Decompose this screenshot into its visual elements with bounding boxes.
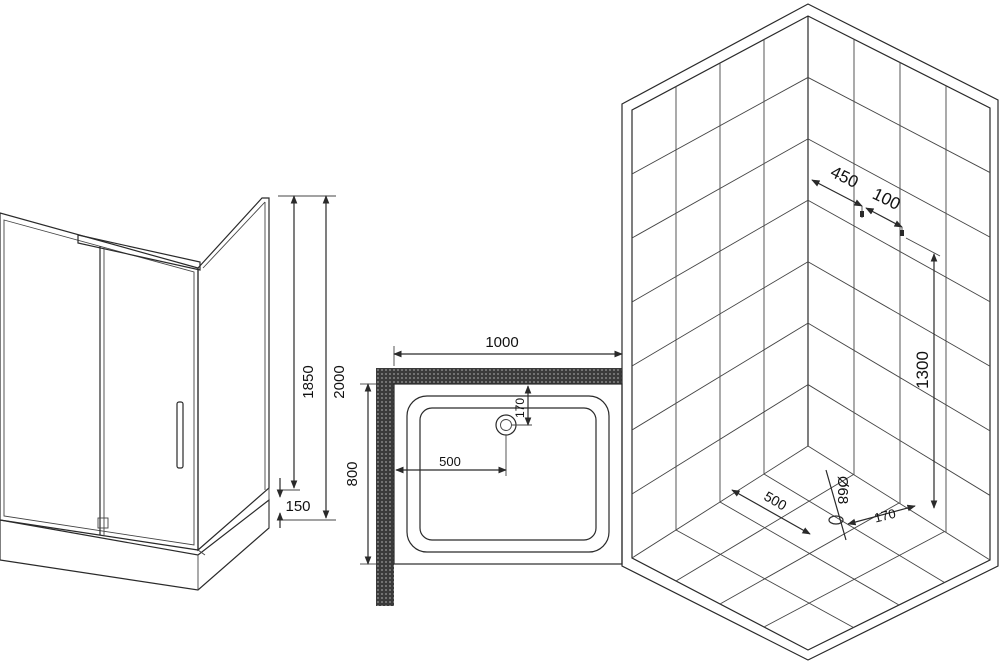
top-rail <box>77 234 201 271</box>
tile-line <box>807 77 991 173</box>
enclosure-elevation: 1850 2000 150 <box>0 195 348 591</box>
dim-label-1850: 1850 <box>300 365 317 398</box>
tile-line <box>675 529 854 628</box>
dim-label-1300: 1300 <box>913 351 932 389</box>
dim-label-170-floor: 170 <box>873 506 898 526</box>
tile-line <box>807 261 991 367</box>
tray-base <box>0 498 270 591</box>
tile-line <box>807 445 991 561</box>
dim-label-800: 800 <box>344 461 361 486</box>
room-outline <box>621 3 999 661</box>
tile-line <box>631 77 809 175</box>
side-glass-panel <box>197 197 270 552</box>
dim-label-170-plan: 170 <box>513 398 527 418</box>
tray-basin-inner <box>419 407 597 541</box>
tray-basin-outer <box>406 395 610 553</box>
dim-line-450 <box>811 179 863 207</box>
tile-line <box>631 384 809 495</box>
tile-line <box>763 531 945 628</box>
tile-line <box>631 199 809 303</box>
tile-line <box>807 322 991 432</box>
tile-line <box>807 138 991 238</box>
dim-label-500-plan: 500 <box>439 454 461 469</box>
dim-label-2000: 2000 <box>331 365 348 398</box>
room-installation: 450 100 1300 500 170 Ø68 <box>621 3 999 661</box>
tile-line <box>631 261 809 367</box>
wall-top <box>376 368 622 384</box>
tray-outline <box>393 383 623 565</box>
tile-line <box>631 445 809 559</box>
tile-line <box>807 384 991 496</box>
wall-tile-grid <box>631 39 991 628</box>
dim-label-450: 450 <box>827 162 861 192</box>
tile-line <box>631 322 809 431</box>
tile-line <box>631 138 809 239</box>
dim-line-170-floor <box>847 504 916 526</box>
dim-label-drain-diameter: Ø68 <box>834 476 851 504</box>
floor-drain-icon <box>828 515 844 525</box>
tile-line <box>807 199 991 303</box>
door-handle <box>176 401 184 469</box>
wall-left <box>376 368 394 606</box>
dim-label-100: 100 <box>869 184 903 214</box>
dim-label-500-floor: 500 <box>761 488 789 514</box>
tray-plan: 1000 800 500 170 <box>344 334 623 606</box>
dim-label-1000: 1000 <box>485 334 518 351</box>
dim-label-150: 150 <box>285 498 310 515</box>
dim-line-500-floor <box>731 489 811 535</box>
